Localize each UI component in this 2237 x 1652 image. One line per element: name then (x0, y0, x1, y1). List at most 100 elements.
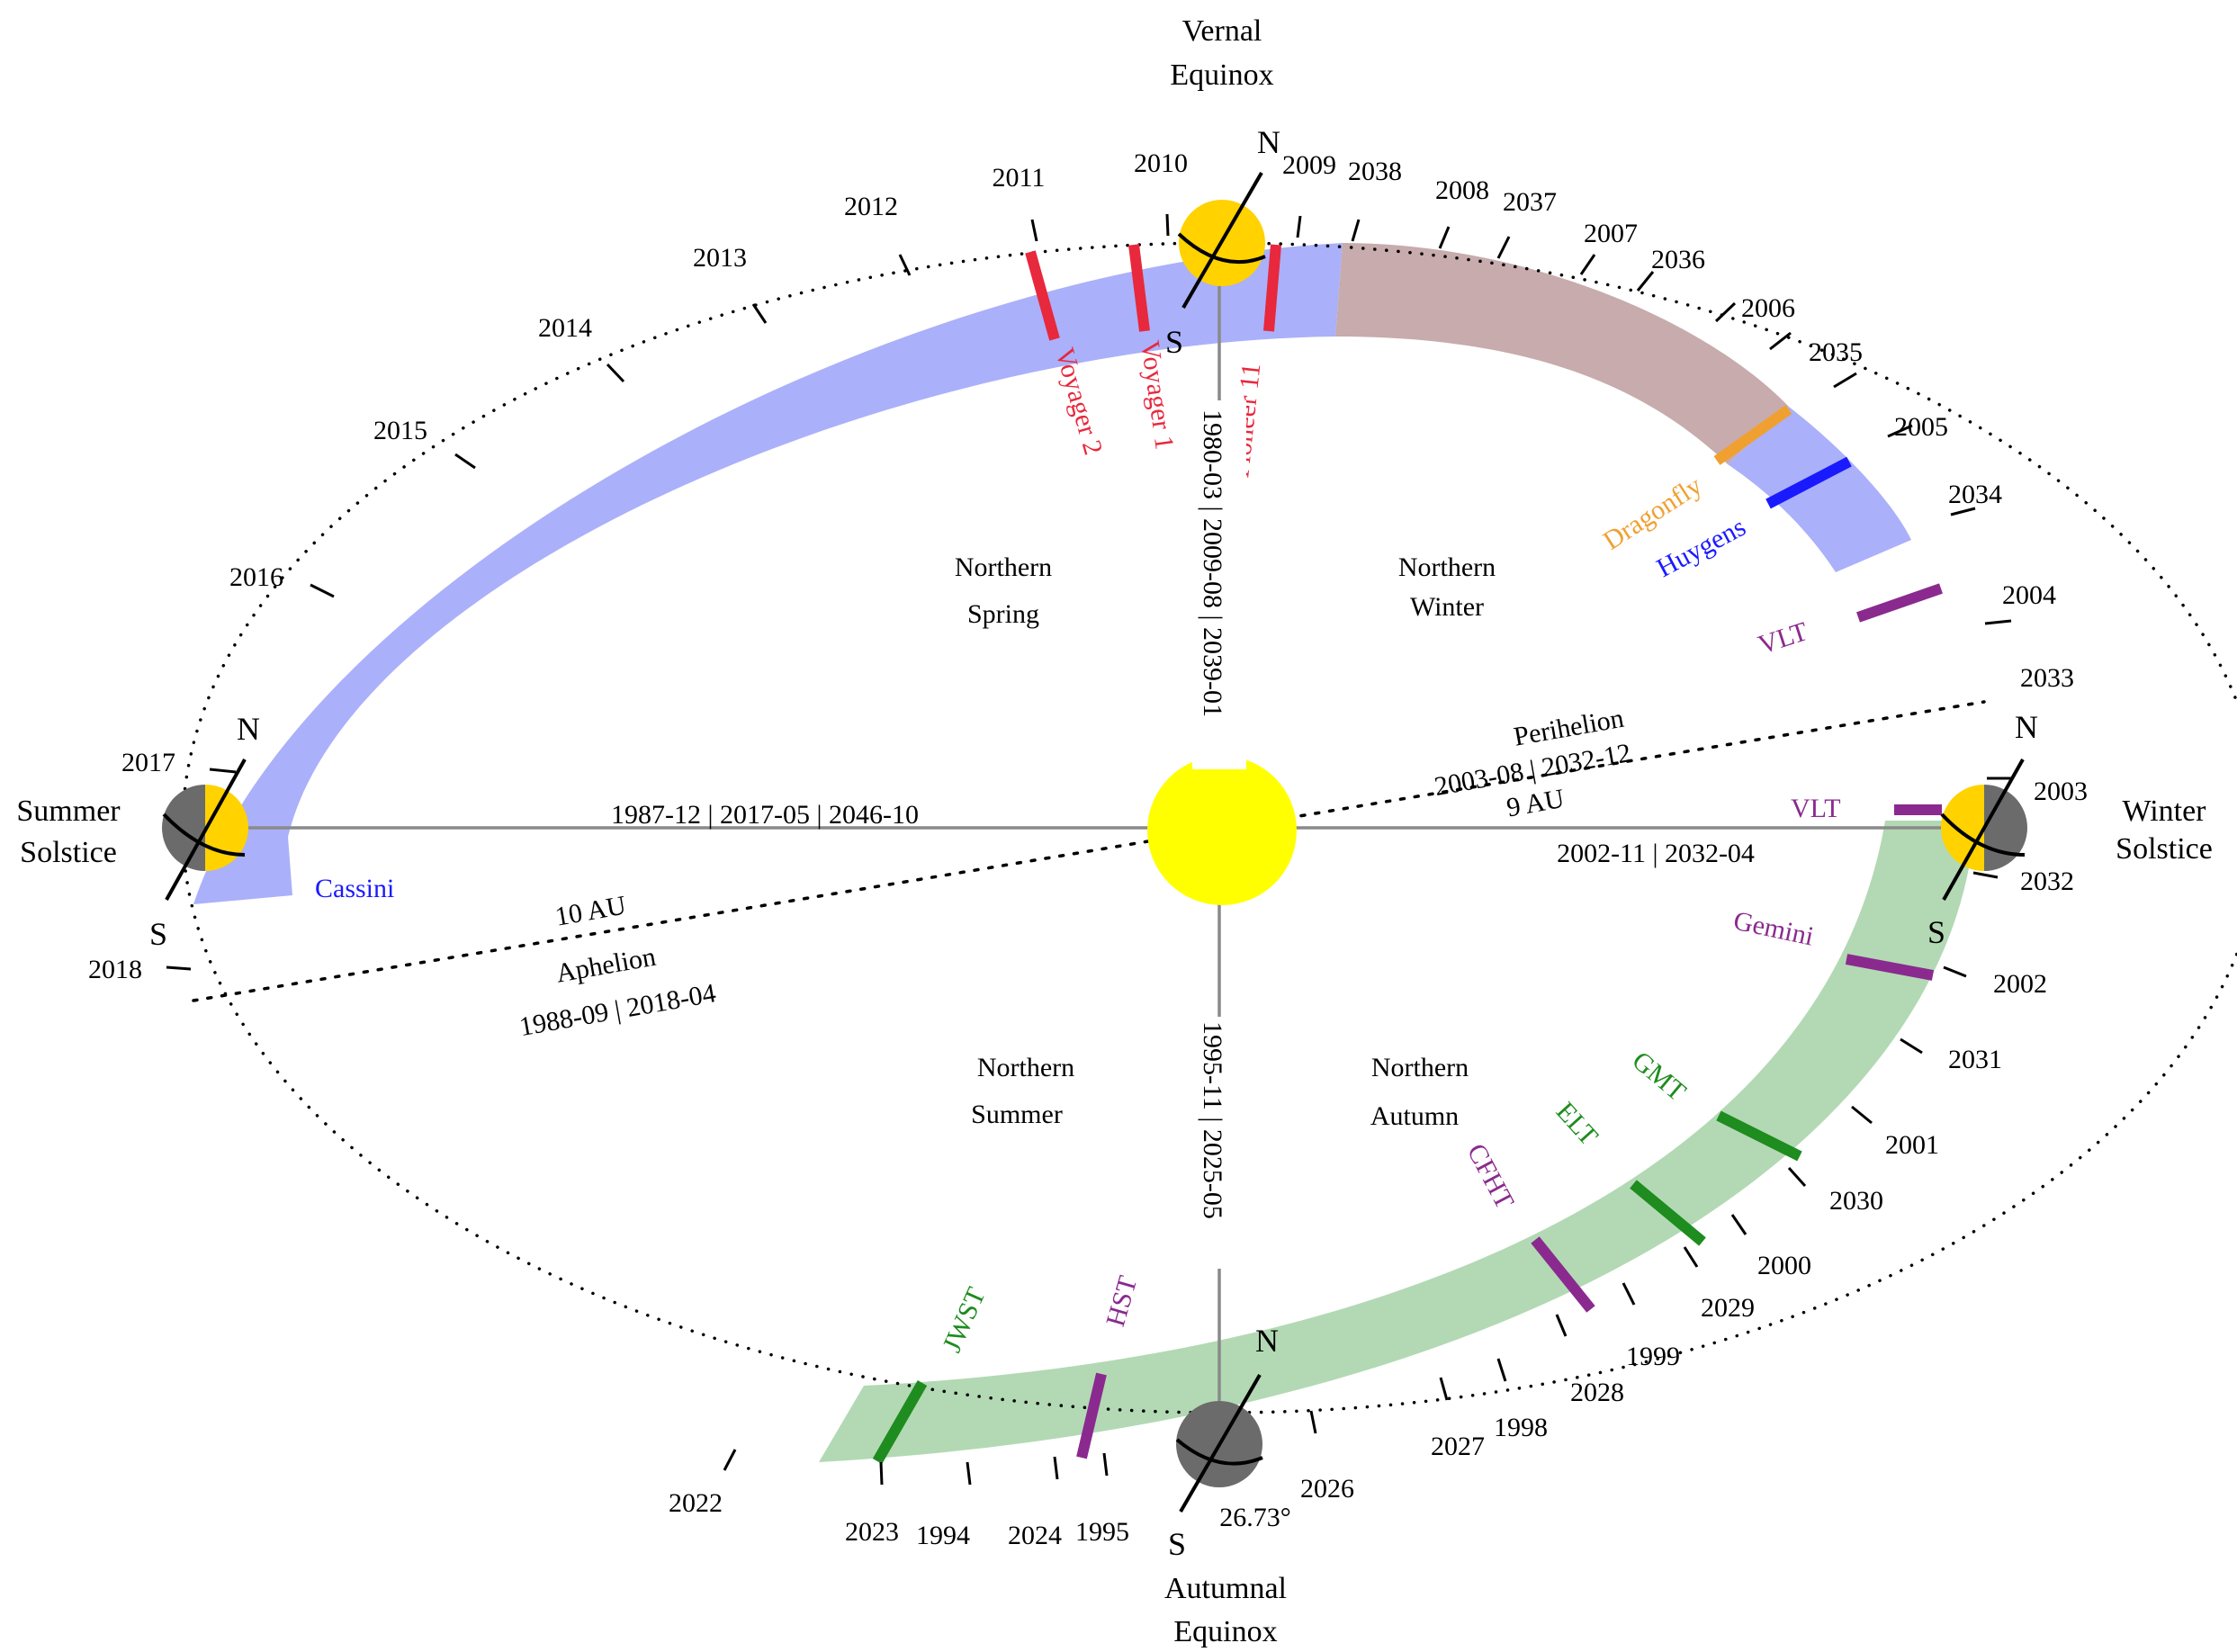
north-pole-label: N (1257, 124, 1280, 160)
huygens-coverage-band (1728, 407, 1911, 572)
perihelion-distance: 9 AU (1505, 784, 1567, 823)
northern-winter-line2: Winter (1410, 592, 1484, 622)
vlt-lower-label: VLT (1791, 794, 1841, 823)
elt-marker (1630, 1180, 1706, 1246)
winter-solstice-line1: Winter (2122, 795, 2206, 828)
autumnal-equinox-line1: Autumnal (1164, 1572, 1287, 1605)
year-label: 2009 (1282, 150, 1336, 180)
saturn-vernal-equinox: N S (1165, 124, 1280, 360)
dragonfly-marker (1713, 405, 1792, 465)
winter-solstice-line2: Solstice (2116, 832, 2213, 866)
summer-solstice-line2: Solstice (20, 836, 117, 869)
year-label: 2028 (1570, 1378, 1624, 1407)
year-label: 2029 (1701, 1293, 1755, 1323)
year-ticks (166, 213, 2012, 1486)
huygens-label: Huygens (1652, 512, 1751, 583)
year-label: 2004 (2002, 580, 2056, 610)
elt-label: ELT (1550, 1097, 1604, 1152)
year-label: 2016 (229, 562, 283, 592)
gemini-marker (1845, 954, 1935, 981)
summer-solstice-line1: Summer (16, 795, 121, 828)
sun (1147, 756, 1297, 905)
gmt-label: GMT (1627, 1046, 1692, 1107)
northern-summer-line1: Northern (977, 1053, 1074, 1082)
south-pole-label: S (149, 916, 167, 952)
season-labels: Northern Spring Northern Winter Northern… (955, 552, 1496, 1131)
voyager-1-marker (1128, 244, 1150, 332)
saturn-autumnal-equinox: N S 26.73° (1168, 1323, 1291, 1562)
obliquity-label: 26.73° (1219, 1503, 1291, 1532)
year-label: 2012 (844, 192, 898, 221)
year-label: 2008 (1435, 175, 1489, 205)
year-label: 2024 (1008, 1521, 1062, 1550)
north-pole-label: N (2015, 709, 2038, 745)
aphelion-distance: 10 AU (553, 890, 628, 931)
year-label: 2003 (2034, 777, 2088, 806)
year-label: 1999 (1626, 1342, 1680, 1371)
equinox-top-dates: 1980-03 | 2009-08 | 2039-01 (1198, 409, 1227, 717)
jwst-label: JWST (937, 1283, 992, 1357)
year-label: 2002 (1993, 969, 2047, 999)
jwst-marker (872, 1380, 928, 1464)
gmt-marker (1716, 1110, 1802, 1162)
year-label: 2017 (121, 748, 175, 777)
voyager-2-label: Voyager 2 (1049, 345, 1108, 458)
hst-label: HST (1101, 1272, 1143, 1330)
autumnal-equinox-line2: Equinox (1173, 1615, 1277, 1648)
north-pole-label: N (1255, 1323, 1279, 1359)
north-pole-label: N (237, 711, 260, 747)
year-label: 2038 (1348, 157, 1402, 186)
northern-autumn-line2: Autumn (1370, 1101, 1459, 1131)
hst-marker (1076, 1372, 1107, 1459)
year-label: 2006 (1741, 293, 1795, 323)
dragonfly-coverage-band (1335, 243, 1789, 464)
year-labels: 2011 2010 2009 2038 2008 2037 2007 2036 … (88, 148, 2088, 1550)
northern-spring-line2: Spring (967, 599, 1039, 629)
year-label: 2036 (1651, 245, 1705, 274)
huygens-marker (1765, 456, 1852, 509)
year-label: 2014 (538, 313, 592, 343)
year-label: 2034 (1948, 480, 2002, 509)
vernal-equinox-line2: Equinox (1170, 58, 1273, 92)
year-label: 2027 (1431, 1432, 1485, 1461)
cardinal-labels: Vernal Equinox Autumnal Equinox Summer S… (16, 14, 2212, 1648)
year-label: 2007 (1584, 219, 1638, 248)
equinox-bottom-dates: 1995-11 | 2025-05 (1198, 1021, 1227, 1219)
solstice-right-dates: 2002-11 | 2032-04 (1557, 839, 1755, 868)
apsides-labels: Perihelion 2003-08 | 2032-12 9 AU 10 AU … (517, 704, 1633, 1042)
year-label: 2000 (1757, 1251, 1811, 1280)
cassini-label: Cassini (315, 874, 394, 903)
pioneer-11-marker (1263, 244, 1281, 332)
telescopes-coverage-band (819, 821, 1975, 1462)
voyager-2-marker (1025, 250, 1060, 341)
south-pole-label: S (1168, 1526, 1186, 1562)
year-label: 2037 (1503, 187, 1557, 217)
cassini-coverage-band (193, 243, 1343, 904)
aphelion-dates: 1988-09 | 2018-04 (517, 978, 718, 1042)
year-label: 2005 (1894, 412, 1948, 442)
year-label: 2031 (1948, 1045, 2002, 1074)
northern-autumn-line1: Northern (1371, 1053, 1469, 1082)
saturn-winter-solstice: N S (1927, 709, 2038, 950)
year-label: 2026 (1300, 1474, 1354, 1504)
year-label: 2018 (88, 955, 142, 984)
year-label: 2023 (845, 1517, 899, 1547)
solstice-left-dates: 1987-12 | 2017-05 | 2046-10 (611, 800, 919, 830)
year-label: 1994 (916, 1521, 970, 1550)
vernal-equinox-line1: Vernal (1182, 14, 1262, 48)
year-label: 2022 (669, 1488, 723, 1518)
cfht-marker (1531, 1236, 1595, 1313)
south-pole-label: S (1927, 914, 1945, 950)
gemini-label: Gemini (1731, 906, 1817, 952)
saturn-summer-solstice: N S (149, 711, 260, 952)
northern-spring-line1: Northern (955, 552, 1052, 582)
year-label: 2011 (993, 163, 1046, 193)
year-label: 2001 (1885, 1130, 1939, 1160)
northern-summer-line2: Summer (971, 1100, 1063, 1129)
cfht-label: CFHT (1461, 1139, 1520, 1214)
northern-winter-line1: Northern (1398, 552, 1496, 582)
apsides-line (192, 700, 1986, 1002)
year-label: 1998 (1494, 1413, 1548, 1442)
aphelion-label: Aphelion (554, 942, 659, 989)
